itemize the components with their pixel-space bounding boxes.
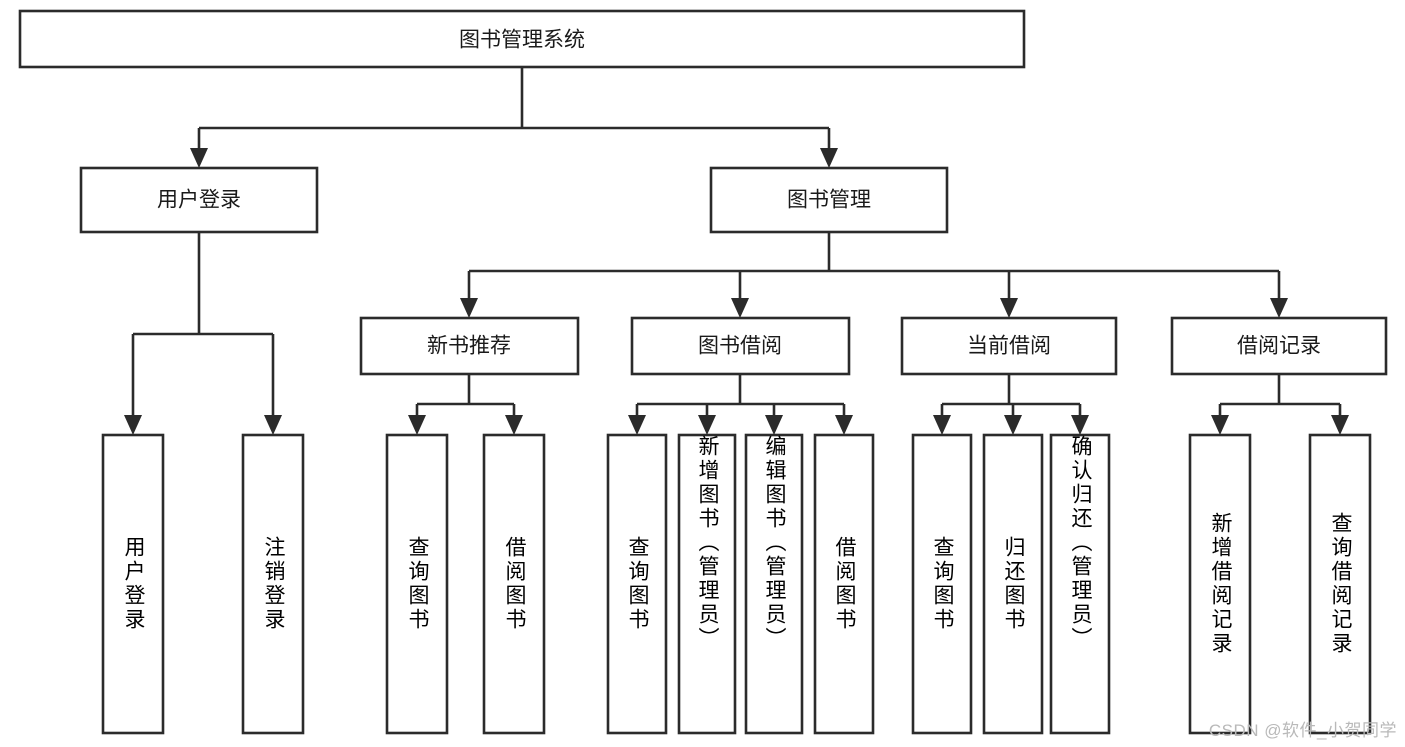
- arrowhead-icon: [505, 415, 523, 435]
- arrowhead-icon: [765, 415, 783, 435]
- node-borrow-record-box[interactable]: [1170, 316, 1388, 376]
- node-current-borrow[interactable]: 当前借阅: [900, 316, 1118, 376]
- node-new-book-recommend[interactable]: 新书推荐: [359, 316, 580, 376]
- node-book-borrow-label: 图书借阅: [698, 335, 782, 358]
- node-leaf-logout-label: 注销登录: [262, 536, 285, 632]
- node-leaf-query-record-label: 查询借阅记录: [1329, 512, 1352, 656]
- arrowhead-icon: [731, 298, 749, 318]
- node-leaf-add-record-label: 新增借阅记录: [1209, 512, 1232, 656]
- leaf-node-boxes: [101, 433, 1372, 735]
- node-leaf-return-book-label: 归还图书: [1002, 536, 1025, 632]
- node-leaf-confirm-return-box[interactable]: [1049, 433, 1111, 735]
- arrowhead-icon: [933, 415, 951, 435]
- node-leaf-user-login-label: 用户登录: [122, 536, 145, 632]
- node-borrow-record-label: 借阅记录: [1237, 335, 1321, 358]
- arrowhead-icon: [1004, 415, 1022, 435]
- arrowhead-group: [124, 148, 1349, 435]
- node-book-borrow-box[interactable]: [630, 316, 851, 376]
- arrowhead-icon: [264, 415, 282, 435]
- node-root[interactable]: 图书管理系统: [18, 9, 1026, 69]
- leaf-label-wrap: 编辑图书（管理员）: [763, 435, 786, 651]
- node-root-box[interactable]: [18, 9, 1026, 69]
- node-leaf-logout-box[interactable]: [241, 433, 305, 735]
- node-book-management-label: 图书管理: [787, 189, 871, 212]
- node-user-login-box[interactable]: [79, 166, 319, 234]
- node-leaf-query-book-2-box[interactable]: [606, 433, 668, 735]
- arrowhead-icon: [628, 415, 646, 435]
- node-book-management[interactable]: 图书管理: [709, 166, 949, 234]
- node-book-management-box[interactable]: [709, 166, 949, 234]
- node-leaf-query-book-3-box[interactable]: [911, 433, 973, 735]
- node-new-book-recommend-box[interactable]: [359, 316, 580, 376]
- node-leaf-confirm-return-label: 确认归还（管理员）: [1069, 435, 1092, 651]
- node-leaf-query-book-2-label: 查询图书: [626, 536, 649, 632]
- node-current-borrow-box[interactable]: [900, 316, 1118, 376]
- node-leaf-borrow-book-2-box[interactable]: [813, 433, 875, 735]
- node-leaf-borrow-book-1-box[interactable]: [482, 433, 546, 735]
- arrowhead-icon: [698, 415, 716, 435]
- node-root-label: 图书管理系统: [459, 29, 585, 52]
- leaf-label-wrap: 用户登录: [122, 536, 145, 632]
- leaf-label-wrap: 借阅图书: [833, 536, 856, 632]
- node-new-book-recommend-label: 新书推荐: [427, 335, 511, 358]
- node-user-login[interactable]: 用户登录: [79, 166, 319, 234]
- node-leaf-query-book-1-box[interactable]: [385, 433, 449, 735]
- arrowhead-icon: [1331, 415, 1349, 435]
- node-leaf-add-book-label: 新增图书（管理员）: [696, 435, 719, 651]
- leaf-label-wrap: 查询图书: [626, 536, 649, 632]
- leaf-node-labels: 用户登录 注销登录 查询图书 借阅图书 查询图书: [122, 435, 1352, 656]
- node-leaf-query-record-box[interactable]: [1308, 433, 1372, 735]
- arrowhead-icon: [1270, 298, 1288, 318]
- node-leaf-query-book-1-label: 查询图书: [406, 536, 429, 632]
- node-leaf-edit-book-label: 编辑图书（管理员）: [763, 435, 786, 651]
- leaf-label-wrap: 借阅图书: [503, 536, 526, 632]
- node-current-borrow-label: 当前借阅: [967, 335, 1051, 358]
- leaf-label-wrap: 注销登录: [262, 536, 285, 632]
- node-leaf-edit-book-box[interactable]: [744, 433, 804, 735]
- arrowhead-icon: [460, 298, 478, 318]
- node-leaf-add-book-box[interactable]: [677, 433, 737, 735]
- node-leaf-borrow-book-1-label: 借阅图书: [503, 536, 526, 632]
- node-leaf-user-login-box[interactable]: [101, 433, 165, 735]
- arrowhead-icon: [190, 148, 208, 168]
- arrowhead-icon: [1071, 415, 1089, 435]
- arrowhead-icon: [820, 148, 838, 168]
- leaf-label-wrap: 新增图书（管理员）: [696, 435, 719, 651]
- arrowhead-icon: [1000, 298, 1018, 318]
- arrowhead-icon: [408, 415, 426, 435]
- node-leaf-add-record-box[interactable]: [1188, 433, 1252, 735]
- node-book-borrow[interactable]: 图书借阅: [630, 316, 851, 376]
- node-user-login-label: 用户登录: [157, 189, 241, 212]
- node-borrow-record[interactable]: 借阅记录: [1170, 316, 1388, 376]
- leaf-label-wrap: 归还图书: [1002, 536, 1025, 632]
- node-leaf-borrow-book-2-label: 借阅图书: [833, 536, 856, 632]
- leaf-label-wrap: 查询图书: [406, 536, 429, 632]
- leaf-label-wrap: 查询借阅记录: [1329, 512, 1352, 656]
- node-leaf-query-book-3-label: 查询图书: [931, 536, 954, 632]
- leaf-label-wrap: 查询图书: [931, 536, 954, 632]
- arrowhead-icon: [835, 415, 853, 435]
- node-leaf-return-book-box[interactable]: [982, 433, 1044, 735]
- arrowhead-icon: [124, 415, 142, 435]
- arrowhead-icon: [1211, 415, 1229, 435]
- leaf-label-wrap: 确认归还（管理员）: [1069, 435, 1092, 651]
- leaf-label-wrap: 新增借阅记录: [1209, 512, 1232, 656]
